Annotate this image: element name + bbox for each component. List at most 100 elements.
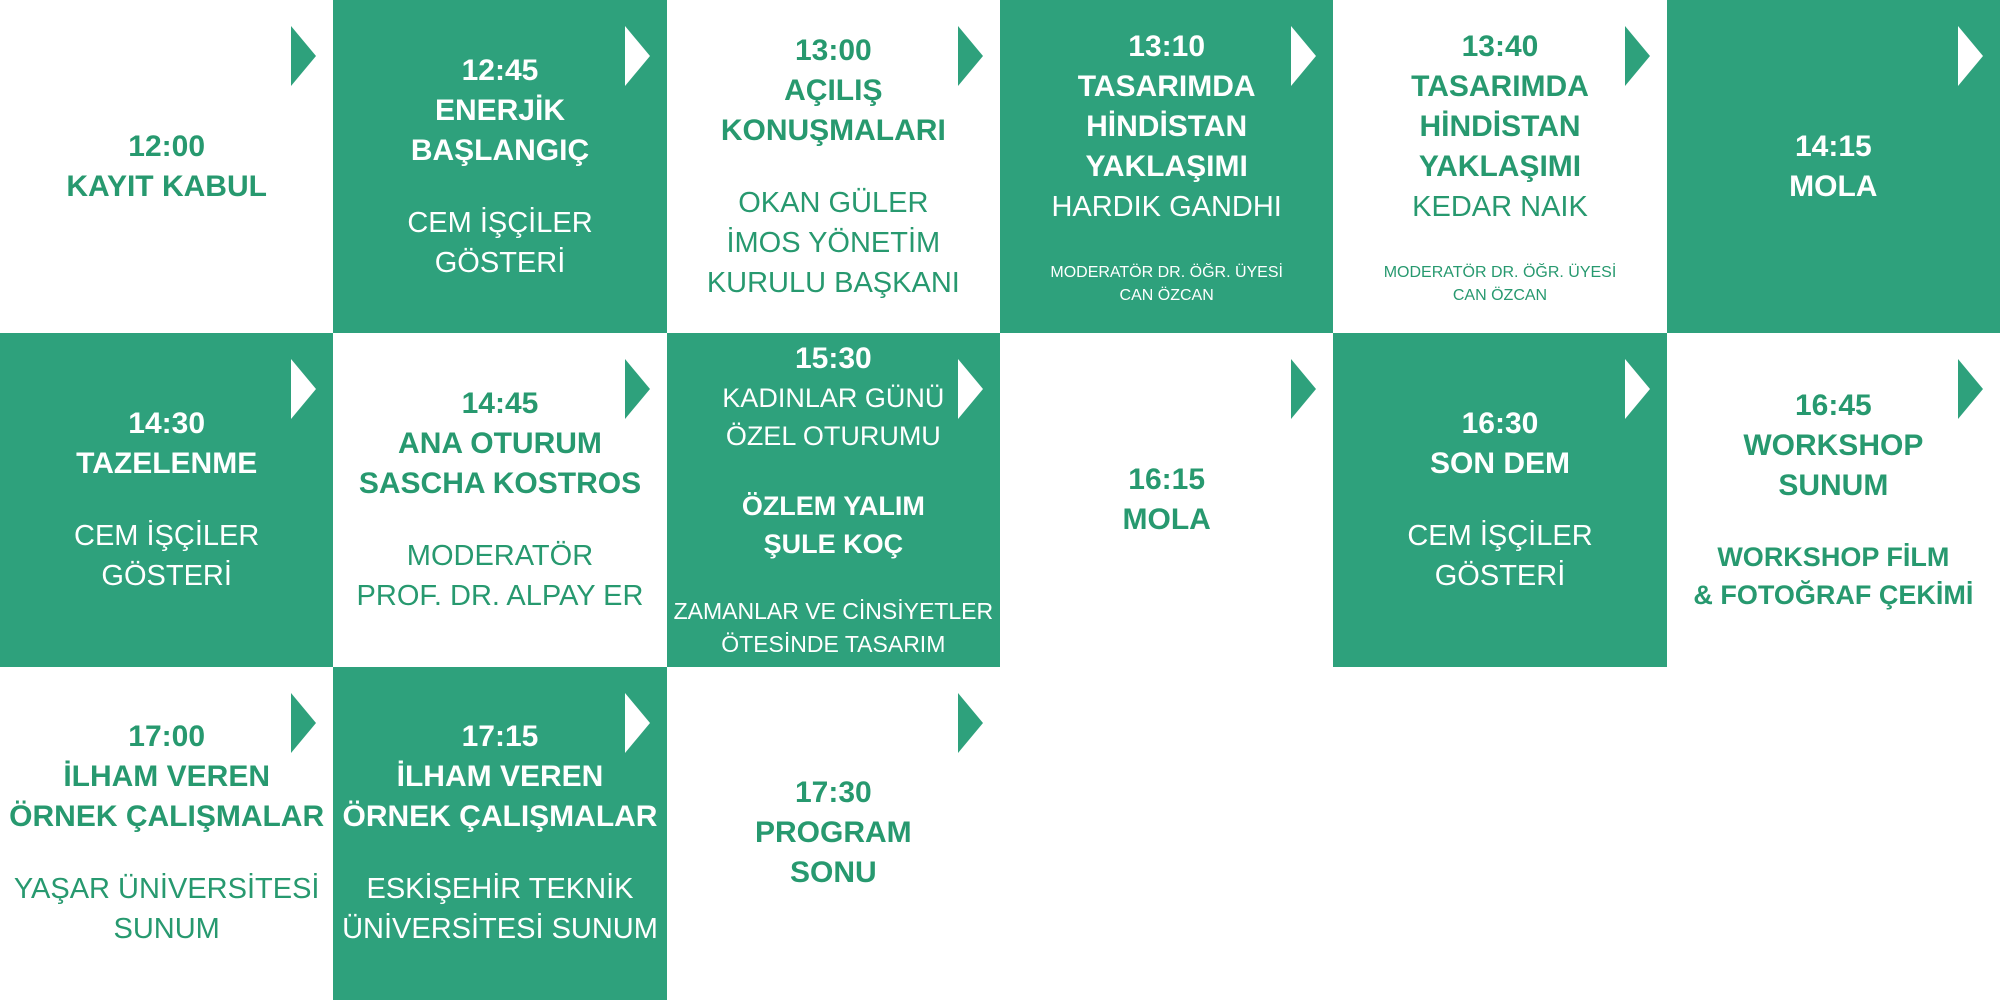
text-line: 16:15 xyxy=(1128,462,1206,496)
text-line: SON DEM xyxy=(1429,446,1570,480)
play-arrow-icon xyxy=(958,359,983,420)
cell-time: 16:30 xyxy=(1462,404,1539,444)
text-line: ANA OTURUM xyxy=(398,426,602,460)
text-line: SUNUM xyxy=(1778,468,1889,502)
text-line: CEM İŞÇİLER xyxy=(74,519,260,552)
text-line: TAZELENME xyxy=(76,446,258,480)
text-line: MODERATÖR DR. ÖĞR. ÜYESİ xyxy=(1383,263,1617,281)
text-line: 17:15 xyxy=(461,720,539,754)
text-line: CAN ÖZCAN xyxy=(1119,286,1214,304)
cell-time: 16:45 xyxy=(1795,386,1872,426)
cell-time: 17:15 xyxy=(462,717,539,757)
text-line: CEM İŞÇİLER xyxy=(1407,519,1593,552)
text-line: WORKSHOP xyxy=(1743,428,1924,462)
cell-sub-strong: WORKSHOP FİLM& FOTOĞRAF ÇEKİMİ xyxy=(1693,538,1973,614)
text-line: GÖSTERİ xyxy=(1434,559,1566,592)
cell-sub: MODERATÖR PROF. DR. ALPAY ER xyxy=(357,536,644,616)
cell-time: 13:40 xyxy=(1462,27,1539,67)
cell-time: 16:15 xyxy=(1128,460,1205,500)
cell-title: MOLA xyxy=(1123,500,1211,540)
text-line: HİNDİSTAN xyxy=(1086,109,1248,143)
cell-time: 15:30 xyxy=(795,339,872,379)
text-line: 12:00 xyxy=(128,129,206,163)
text-line: ZAMANLAR VE CİNSİYETLER xyxy=(673,597,994,624)
play-arrow-icon xyxy=(958,26,983,86)
text-line: YAŞAR ÜNİVERSİTESİ xyxy=(13,873,320,906)
play-arrow-icon xyxy=(624,692,650,753)
play-arrow-icon xyxy=(1291,359,1317,420)
text-line: 13:00 xyxy=(794,33,872,67)
text-line: ESKİŞEHİR TEKNİK xyxy=(366,873,634,906)
play-arrow-icon xyxy=(1624,359,1650,420)
text-line: TASARIMDA xyxy=(1411,69,1589,103)
text-line: KADINLAR GÜNÜ xyxy=(722,382,945,413)
play-arrow-icon xyxy=(291,359,317,420)
text-line: PROF. DR. ALPAY ER xyxy=(356,579,644,612)
text-line: ÖTESİNDE TASARIM xyxy=(721,630,946,657)
text-line: ÜNİVERSİTESİ SUNUM xyxy=(342,913,658,946)
text-line: ÖRNEK ÇALIŞMALAR xyxy=(9,800,325,834)
cell-title: TAZELENME xyxy=(76,444,257,484)
play-arrow-icon xyxy=(1291,26,1317,86)
play-arrow-icon xyxy=(291,26,317,86)
text-line: WORKSHOP FİLM xyxy=(1717,541,1950,572)
text-line: KAYIT KABUL xyxy=(66,169,267,203)
text-line: BAŞLANGIÇ xyxy=(410,133,590,167)
cell-time: 14:15 xyxy=(1795,127,1872,167)
text-line: CAN ÖZCAN xyxy=(1452,286,1548,304)
cell-name: KEDAR NAIK xyxy=(1412,187,1588,227)
play-arrow-icon xyxy=(1624,26,1650,86)
text-line: ŞULE KOÇ xyxy=(763,528,904,559)
text-line: 13:40 xyxy=(1461,29,1539,63)
text-line: 14:30 xyxy=(128,406,206,440)
text-line: KEDAR NAIK xyxy=(1412,190,1588,223)
text-line: 16:45 xyxy=(1794,388,1872,422)
cell-sub-sm: ZAMANLAR VE CİNSİYETLER ÖTESİNDE TASARIM xyxy=(674,595,994,661)
text-line: ÖRNEK ÇALIŞMALAR xyxy=(342,800,658,834)
cell-time: 14:30 xyxy=(128,404,205,444)
text-line: MODERATÖR xyxy=(406,539,594,572)
text-line: YAKLAŞIMI xyxy=(1085,149,1248,183)
text-line: KURULU BAŞKANI xyxy=(706,266,960,299)
play-arrow-icon xyxy=(1958,359,1983,420)
play-arrow-icon xyxy=(958,692,983,753)
cell-title: SON DEM xyxy=(1430,444,1570,484)
text-line: 14:45 xyxy=(461,386,539,420)
cell-time: 13:00 xyxy=(795,31,872,71)
text-line: YAKLAŞIMI xyxy=(1418,149,1582,183)
text-line: OKAN GÜLER xyxy=(738,186,929,219)
text-line: 17:30 xyxy=(794,776,872,810)
text-line: ÖZLEM YALIM xyxy=(741,490,925,521)
text-line: 16:30 xyxy=(1461,406,1539,440)
text-line: HARDIK GANDHI xyxy=(1051,190,1282,223)
text-line: 15:30 xyxy=(794,341,872,375)
